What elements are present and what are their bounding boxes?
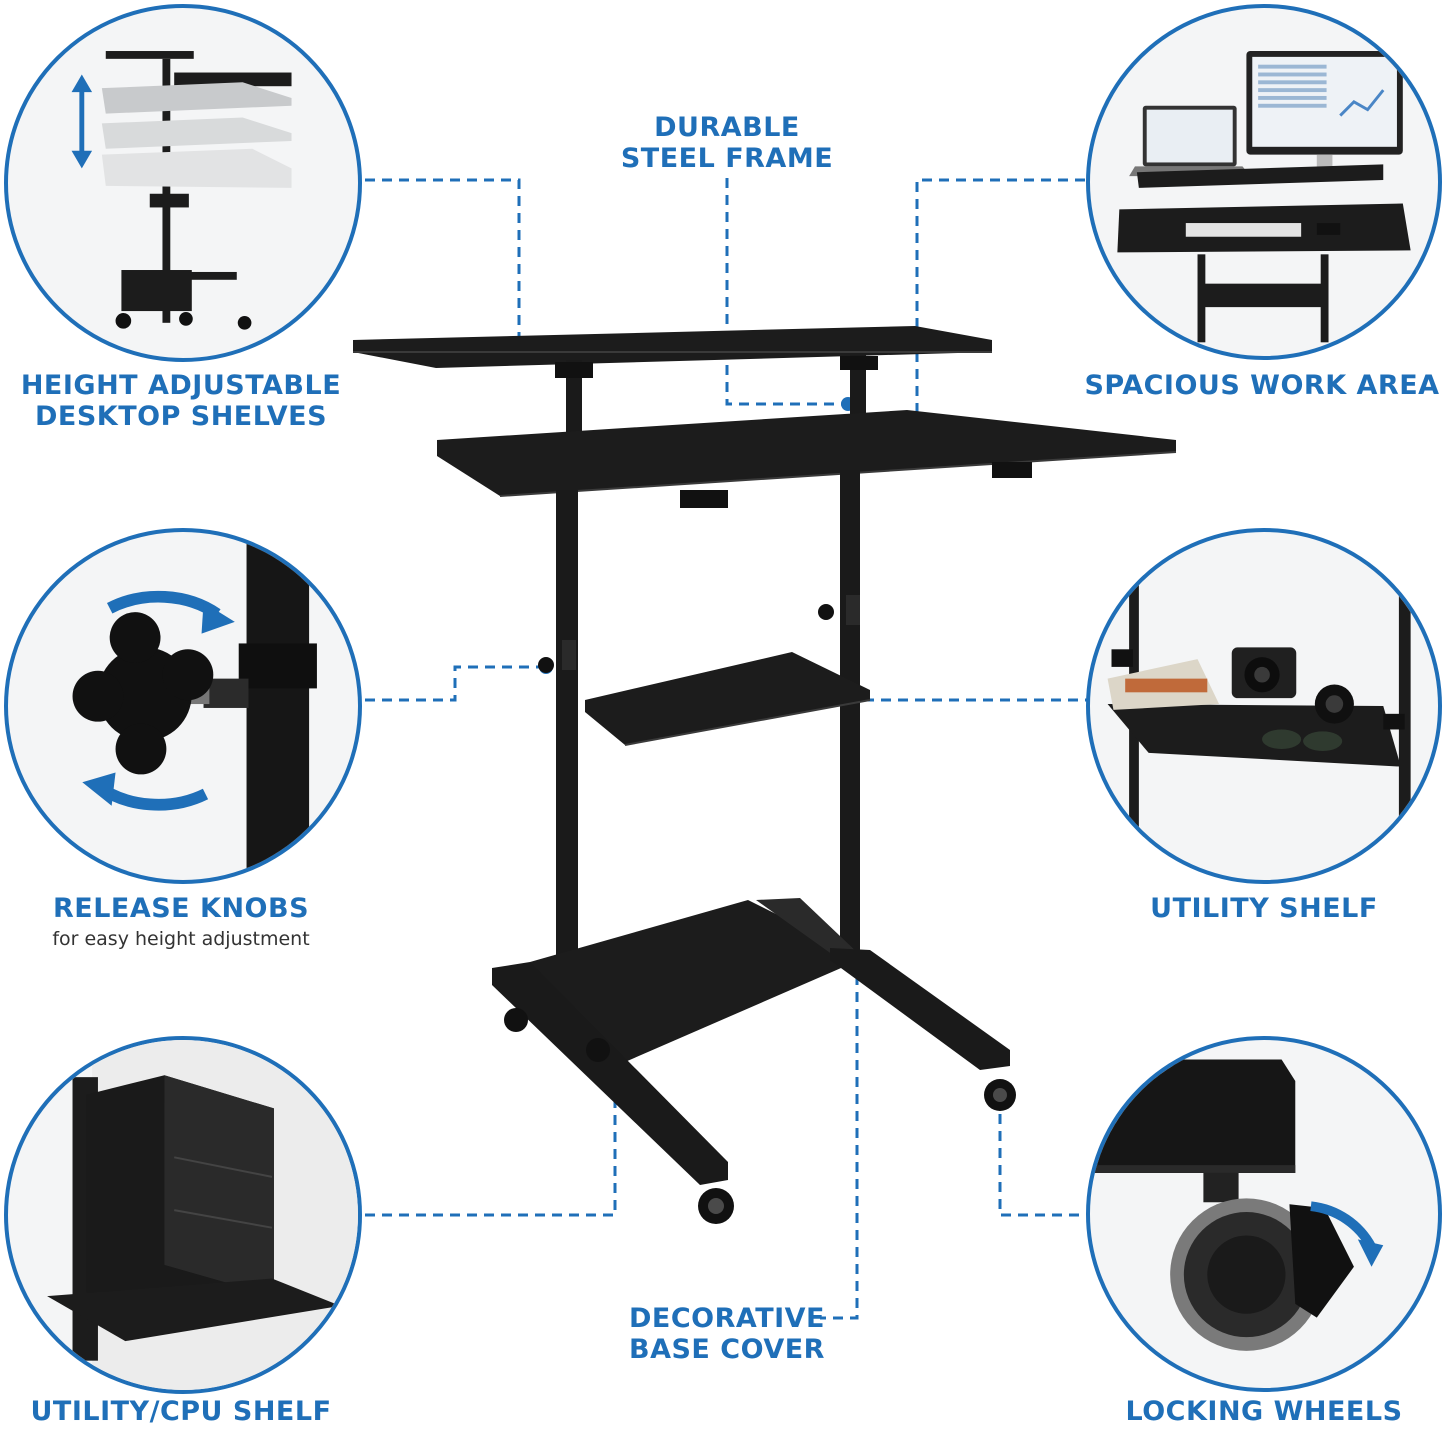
detail-circle-work-area [1086,4,1442,360]
upper-post-right [850,355,866,425]
label-cpu-shelf: UTILITY/CPU SHELF [30,1396,332,1427]
column-left [556,490,578,1030]
foot-right [830,948,1010,1070]
label-release-knobs: RELEASE KNOBS [52,893,310,924]
label-utility-shelf: UTILITY SHELF [1150,893,1378,924]
connector-height [365,178,521,348]
label-durable-frame: DURABLE STEEL FRAME [620,112,834,174]
main-desktop [437,410,1176,496]
middle-shelf [585,652,870,745]
double-arrow-vertical-icon [71,74,93,169]
detail-circle-height-adjust [4,4,362,362]
label-spacious: SPACIOUS WORK AREA [1084,370,1440,401]
connector-base [820,958,859,1320]
connector-wheels [998,1097,1085,1217]
label-decorative: DECORATIVE BASE COVER [628,1303,826,1365]
label-locking-wheels: LOCKING WHEELS [1125,1396,1403,1427]
knob-left [538,657,554,673]
detail-circle-cpu-shelf [4,1036,362,1394]
upper-shelf [353,326,992,368]
knob-right [818,604,834,620]
detail-circle-utility-shelf [1086,528,1442,884]
upper-post-left [566,360,582,440]
label-height-adjustable: HEIGHT ADJUSTABLE DESKTOP SHELVES [20,370,342,432]
connector-frame [725,178,848,406]
wheels [504,1008,1016,1224]
foot-left [492,962,728,1185]
connector-knobs [365,665,545,702]
connector-spacious [915,178,1085,432]
curved-arrow-down-icon [1310,1201,1376,1250]
detail-circle-release-knob [4,528,362,884]
label-release-sub: for easy height adjustment [52,928,310,950]
cpu-shelf [530,900,848,1062]
detail-circle-locking-wheel [1086,1036,1442,1392]
star-knob [72,612,214,775]
column-right [840,470,860,960]
